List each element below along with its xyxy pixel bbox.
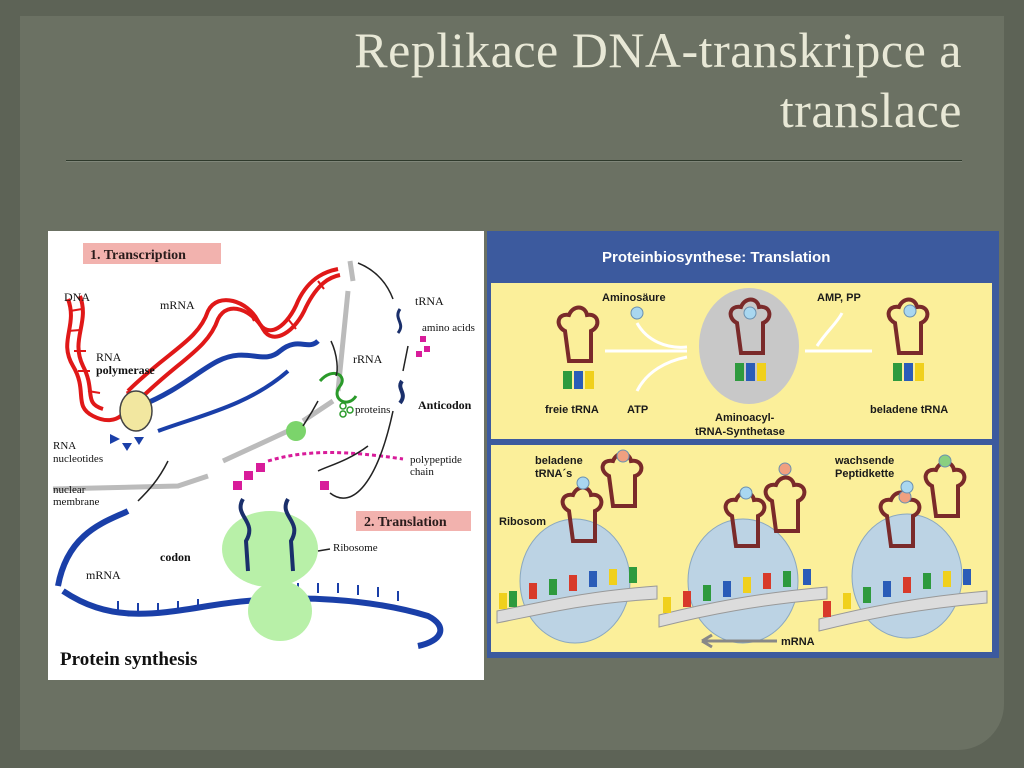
label-polypeptide-chain-1: polypeptide [410, 454, 462, 466]
label-ribosome: Ribosome [333, 542, 378, 554]
translation-figure: Proteinbiosynthese: Translation Aminosäu… [487, 231, 999, 658]
label-aminosaeure: Aminosäure [602, 292, 666, 304]
trna-molecules [238, 497, 297, 572]
nuclear-membrane [52, 260, 356, 492]
label-beladene-trnas-1: beladene [535, 455, 583, 467]
mrna-strands [496, 585, 988, 632]
rrna-molecule [318, 371, 358, 404]
mrna-strand-lower [157, 369, 290, 433]
polypeptide-chain [233, 451, 404, 490]
label-atp: ATP [627, 404, 648, 416]
title-line-1: Replikace DNA-transkripce a [354, 22, 962, 78]
label-beladene-trnas-2: tRNA´s [535, 468, 572, 480]
ribosome-small-subunit [248, 581, 312, 641]
label-rna-polymerase-2: polymerase [96, 363, 155, 377]
slide-title: Replikace DNA-transkripce a translace [162, 20, 962, 140]
translation-diagram: Proteinbiosynthese: Translation Aminosäu… [487, 231, 999, 652]
label-codon: codon [160, 550, 191, 564]
label-nuclear-membrane-1: nuclear [53, 484, 86, 496]
trna-free-shape [556, 297, 930, 363]
label-freie-trna: freie tRNA [545, 404, 599, 416]
label-amp-pp: AMP, PP [817, 292, 861, 304]
label-anticodon: Anticodon [418, 398, 472, 412]
label-beladene-trna: beladene tRNA [870, 404, 948, 416]
label-ribosom: Ribosom [499, 516, 546, 528]
mrna-direction-arrow [701, 633, 777, 649]
transcription-label-box [83, 243, 221, 264]
flow-arrows-top [605, 312, 872, 392]
label-mrna-top: mRNA [160, 298, 195, 312]
protein-synthesis-diagram: 1. Transcription 2. Translation DNA mRNA… [52, 243, 475, 670]
label-synthetase-2: tRNA-Synthetase [695, 426, 785, 438]
header-title: Proteinbiosynthese: Translation [602, 249, 830, 266]
label-mrna: mRNA [781, 636, 815, 648]
label-wachsende-2: Peptidkette [835, 468, 894, 480]
label-trna: tRNA [415, 294, 444, 308]
bottom-amino-spheres [576, 449, 952, 504]
label-mrna-bottom: mRNA [86, 568, 121, 582]
translation-label-box [356, 511, 471, 531]
figure-caption: Protein synthesis [60, 649, 197, 670]
label-nuclear-membrane-2: membrane [53, 496, 100, 508]
rna-polymerase [119, 390, 153, 432]
small-ribosome [286, 421, 306, 441]
trna-free [396, 308, 403, 334]
amino-acid-dots [416, 336, 430, 357]
ribosome-shapes [519, 513, 963, 644]
title-divider [66, 160, 962, 162]
label-proteins: proteins [355, 404, 390, 416]
transcription-label: 1. Transcription [90, 248, 186, 263]
synthetase-enzyme [699, 288, 799, 404]
title-line-2: translace [779, 82, 962, 138]
label-dna: DNA [64, 290, 90, 304]
header-bar [487, 231, 999, 279]
label-polypeptide-chain-2: chain [410, 466, 434, 478]
label-rna-nucleotides-2: nucleotides [53, 453, 103, 465]
label-rrna: rRNA [353, 352, 383, 366]
label-rna-polymerase-1: RNA [96, 350, 122, 364]
label-wachsende-1: wachsende [834, 455, 894, 467]
mrna-codons [117, 583, 399, 613]
codon-bars [499, 567, 971, 617]
anticodon-trna [398, 379, 405, 405]
protein-synthesis-figure: 1. Transcription 2. Translation DNA mRNA… [48, 231, 484, 680]
rna-nucleotides [110, 434, 144, 451]
label-amino-acids: amino acids [422, 322, 475, 334]
ribosome-large-subunit [222, 511, 318, 587]
amino-acid-spheres [630, 304, 917, 320]
dna-rungs [67, 280, 325, 394]
label-rna-nucleotides-1: RNA [53, 440, 76, 452]
mrna-transcript [139, 338, 320, 409]
trna-bases [563, 363, 924, 389]
label-synthetase-1: Aminoacyl- [715, 412, 775, 424]
translation-label: 2. Translation [364, 515, 447, 530]
process-arrows [137, 262, 409, 552]
protein-dots [339, 402, 354, 418]
